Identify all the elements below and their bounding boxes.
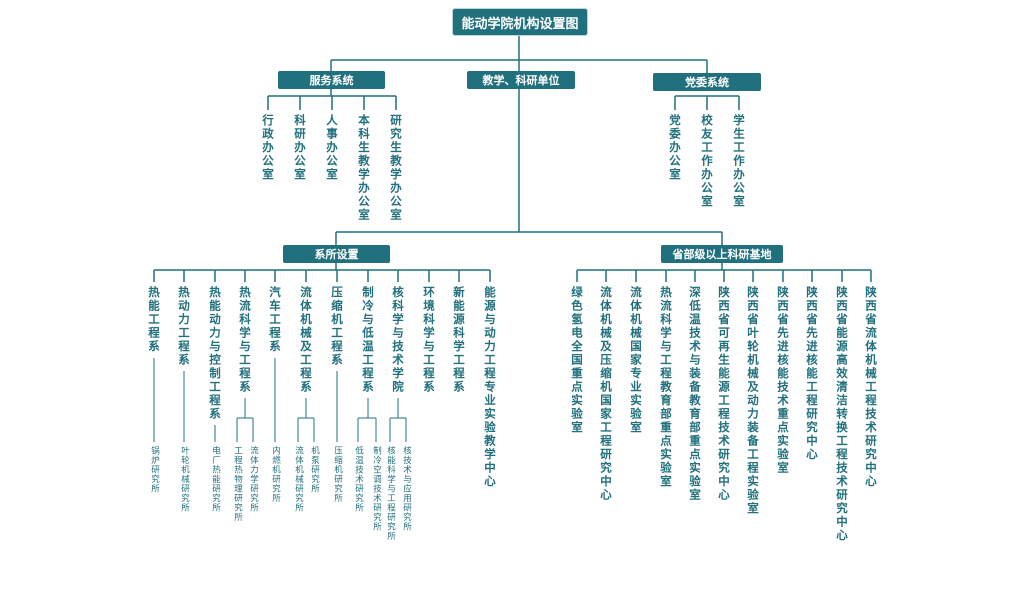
research-bases-box: 省部级以上科研基地 [661, 245, 783, 263]
research-base-name: 深低温技术与装备教育部重点实验室 [688, 286, 702, 502]
department-name: 热动力工程系 [177, 286, 191, 367]
research-base-name: 流体机械国家专业实验室 [629, 286, 643, 435]
institute-name: 核技术与应用研究所 [401, 446, 412, 532]
research-base-name: 陕西省先进核能工程研究中心 [805, 286, 819, 462]
research-base-name: 绿色氢电全国重点实验室 [570, 286, 584, 435]
department-name: 核科学与技术学院 [391, 286, 405, 394]
party-item: 党委办公室 [668, 114, 682, 182]
department-name: 热能工程系 [147, 286, 161, 354]
departments-box: 系所设置 [283, 245, 390, 263]
institute-name: 工程热物理研究所 [232, 446, 243, 522]
institute-name: 压缩机研究所 [332, 446, 343, 503]
service-item: 人事办公室 [325, 114, 339, 182]
department-name: 流体机械及工程系 [299, 286, 313, 394]
research-base-name: 陕西省流体机械工程技术研究中心 [864, 286, 878, 489]
department-name: 环境科学与工程系 [422, 286, 436, 394]
department-name: 能源与动力工程专业实验教学中心 [483, 286, 497, 489]
institute-name: 机泵研究所 [309, 446, 320, 494]
research-base-name: 陕西省叶轮机械及动力装备工程实验室 [746, 286, 760, 516]
department-name: 汽车工程系 [268, 286, 282, 354]
service-item: 行政办公室 [261, 114, 275, 182]
party-item: 校友工作办公室 [700, 114, 714, 209]
teaching-research-box: 教学、科研单位 [467, 71, 575, 89]
department-name: 新能源科学工程系 [452, 286, 466, 394]
research-base-name: 流体机械及压缩机国家工程研究中心 [599, 286, 613, 502]
service-item: 研究生教学办公室 [389, 114, 403, 222]
institute-name: 制冷空调技术研究所 [371, 446, 382, 532]
research-base-name: 热流科学与工程教育部重点实验室 [659, 286, 673, 489]
institute-name: 电厂热能研究所 [210, 446, 221, 513]
institute-name: 锅炉研究所 [149, 446, 160, 494]
department-name: 热能动力与控制工程系 [208, 286, 222, 421]
institute-name: 流体机械研究所 [293, 446, 304, 513]
research-base-name: 陕西省先进核能技术重点实验室 [776, 286, 790, 475]
service-system-box: 服务系统 [278, 71, 385, 89]
institute-name: 叶轮机械研究所 [179, 446, 190, 513]
research-base-name: 陕西省能源高效清洁转换工程技术研究中心 [835, 286, 849, 543]
institute-name: 低温技术研究所 [353, 446, 364, 513]
party-system-box: 党委系统 [653, 73, 761, 91]
research-base-name: 陕西省可再生能源工程技术研究中心 [717, 286, 731, 502]
service-item: 科研办公室 [293, 114, 307, 182]
party-item: 学生工作办公室 [732, 114, 746, 209]
department-name: 热流科学与工程系 [238, 286, 252, 394]
chart-title: 能动学院机构设置图 [452, 8, 588, 36]
institute-name: 流体力学研究所 [248, 446, 259, 513]
department-name: 制冷与低温工程系 [361, 286, 375, 394]
institute-name: 核能科学与工程研究所 [385, 446, 396, 541]
institute-name: 内燃机研究所 [270, 446, 281, 503]
service-item: 本科生教学办公室 [357, 114, 371, 222]
department-name: 压缩机工程系 [330, 286, 344, 367]
